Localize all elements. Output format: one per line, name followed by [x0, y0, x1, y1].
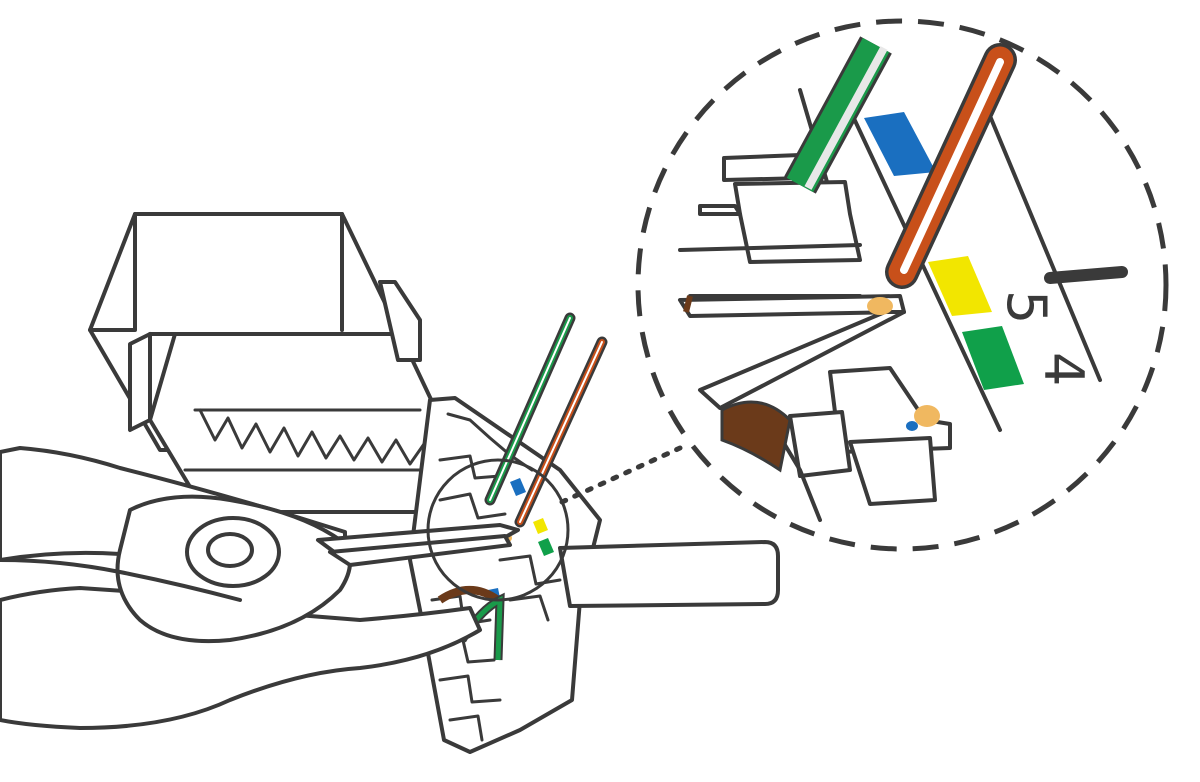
terminal-number-4: 4	[1032, 352, 1095, 386]
marker-blue	[864, 112, 936, 176]
marker-green	[962, 326, 1024, 390]
keystone-jack	[88, 212, 457, 514]
cable	[558, 540, 780, 608]
terminal-number-5: 5	[995, 290, 1058, 324]
callout-leader	[559, 445, 683, 505]
magnifier-target	[426, 458, 570, 602]
marker-yellow	[928, 256, 992, 316]
zoomed-callout: 5 4	[635, 18, 1169, 552]
punch-down-tool-icon	[0, 446, 520, 730]
wire-orange	[514, 336, 608, 528]
wire-green	[484, 312, 576, 506]
